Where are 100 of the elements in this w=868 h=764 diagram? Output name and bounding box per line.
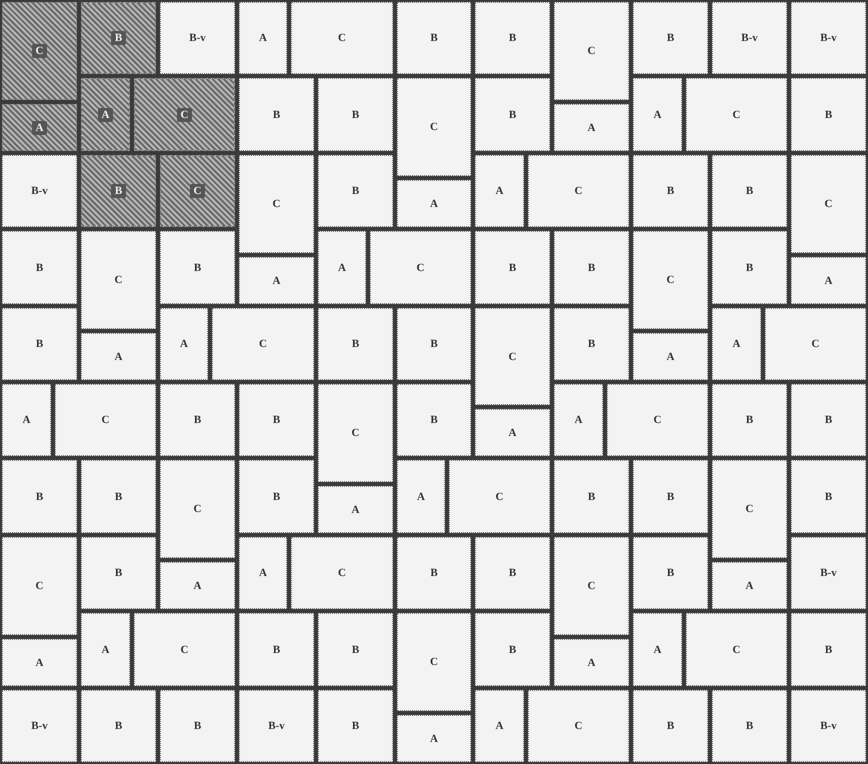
paver-label: A <box>666 350 674 362</box>
paver <box>81 460 156 533</box>
paver <box>633 537 708 609</box>
paver <box>765 308 866 380</box>
paver <box>554 104 629 151</box>
paver <box>81 613 130 686</box>
paver <box>2 537 77 635</box>
paver-label: C <box>102 414 110 426</box>
paver <box>554 384 603 456</box>
paver-label: B <box>272 490 280 502</box>
paver <box>2 231 77 304</box>
paver-label: B-v <box>31 185 48 197</box>
paver-label: C <box>259 338 267 350</box>
paver <box>633 613 682 686</box>
paver <box>318 155 393 227</box>
paver-label: A <box>588 656 596 668</box>
paver-label: B <box>352 338 360 350</box>
paver-label: A <box>496 185 504 197</box>
paver <box>475 537 550 609</box>
paver-label: C <box>812 338 820 350</box>
paver-label: C <box>194 503 202 515</box>
paver-label: B <box>430 338 438 350</box>
paver <box>160 460 235 558</box>
paver <box>554 2 629 100</box>
paver <box>239 2 287 74</box>
paver <box>791 690 866 762</box>
paver-label: B <box>430 414 438 426</box>
paver <box>633 78 682 151</box>
paver-label: B <box>824 108 832 120</box>
paver-label: B <box>36 262 44 274</box>
paver <box>633 2 708 74</box>
paver <box>686 78 787 151</box>
paver-label: B <box>272 108 280 120</box>
paver-label: A <box>32 120 48 134</box>
paver <box>2 155 77 227</box>
paver-label: A <box>180 338 188 350</box>
paver-label: A <box>496 720 504 732</box>
paver-label: B <box>746 414 754 426</box>
paver-label: A <box>22 414 30 426</box>
paver-label: B <box>36 490 44 502</box>
paver-label: A <box>36 656 44 668</box>
paver <box>160 690 235 762</box>
paver <box>81 537 156 609</box>
paver-label: A <box>588 122 596 134</box>
paver <box>239 384 314 456</box>
paver-label: C <box>190 184 206 198</box>
paver-label: A <box>430 732 438 744</box>
paver-label: C <box>176 108 192 122</box>
paver <box>55 384 156 456</box>
paver <box>318 486 393 533</box>
paver <box>475 2 550 74</box>
paver <box>554 308 629 380</box>
paver <box>239 155 314 253</box>
paver <box>318 231 366 304</box>
paver <box>528 690 629 762</box>
paver <box>239 690 314 762</box>
paver-label: C <box>732 108 740 120</box>
paver-label: C <box>824 198 832 210</box>
paver <box>397 460 445 533</box>
paver <box>397 537 471 609</box>
paver-label: B <box>352 185 360 197</box>
paver <box>633 231 708 329</box>
paver <box>633 460 708 533</box>
paver-label: C <box>746 503 754 515</box>
paver-label: C <box>574 185 582 197</box>
paver-label: C <box>114 274 122 286</box>
paver-label: C <box>430 656 438 668</box>
paver-label: A <box>746 580 754 592</box>
paver-label: B <box>272 644 280 656</box>
paver-label: C <box>36 580 44 592</box>
paver <box>160 562 235 609</box>
paver <box>239 257 314 304</box>
paver-label: C <box>666 274 674 286</box>
paver <box>475 308 550 405</box>
paver-label: A <box>508 426 516 438</box>
shaded-paver <box>160 155 235 227</box>
paver-label: C <box>338 32 346 44</box>
paver-label: A <box>430 198 438 210</box>
shaded-paver <box>2 2 77 100</box>
paver-label: B <box>588 262 596 274</box>
paver-label: C <box>654 414 662 426</box>
paver <box>633 155 708 227</box>
paver-label: B-v <box>820 567 837 579</box>
paver-label: A <box>417 490 425 502</box>
paver <box>318 384 393 482</box>
paver <box>397 613 471 711</box>
paver <box>475 690 524 762</box>
paver-label: B <box>114 567 122 579</box>
paver-label: C <box>416 262 424 274</box>
paver-label: B <box>508 262 516 274</box>
paver-label: B-v <box>820 32 837 44</box>
paver <box>397 308 471 380</box>
paver-label: B <box>272 414 280 426</box>
paver-label: B <box>666 567 674 579</box>
paver <box>81 231 156 329</box>
paver <box>291 537 393 609</box>
paver <box>449 460 550 533</box>
paver <box>212 308 314 380</box>
paver <box>554 231 629 304</box>
paver <box>239 537 287 609</box>
